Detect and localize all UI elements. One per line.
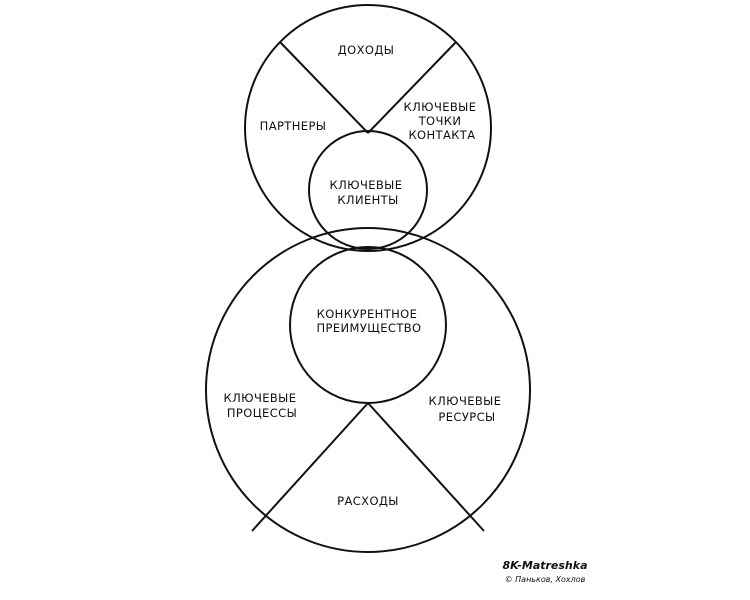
key-processes-label: КЛЮЧЕВЫЕ ПРОЦЕССЫ <box>224 391 301 420</box>
costs-label: РАСХОДЫ <box>337 494 399 508</box>
revenue-label: ДОХОДЫ <box>338 43 395 57</box>
top-right-divider <box>367 41 457 134</box>
bottom-outer-circle <box>205 227 531 553</box>
key-clients-circle <box>308 130 428 250</box>
partners-label: ПАРТНЕРЫ <box>260 119 327 133</box>
competitive-advantage-label: КОНКУРЕНТНОЕ ПРЕИМУЩЕСТВО <box>316 307 421 335</box>
copyright-label: © Паньков, Хохлов <box>505 575 586 584</box>
brand-label: 8K-Matreshka <box>502 559 587 572</box>
top-outer-circle <box>244 4 492 252</box>
top-left-divider <box>279 41 369 134</box>
key-clients-label: КЛЮЧЕВЫЕ КЛИЕНТЫ <box>330 178 407 207</box>
key-touchpoints-label: КЛЮЧЕВЫЕ ТОЧКИ КОНТАКТА <box>404 100 481 142</box>
bottom-right-divider <box>367 402 485 532</box>
bottom-left-divider <box>251 402 369 532</box>
key-resources-label: КЛЮЧЕВЫЕ РЕСУРСЫ <box>429 394 506 424</box>
